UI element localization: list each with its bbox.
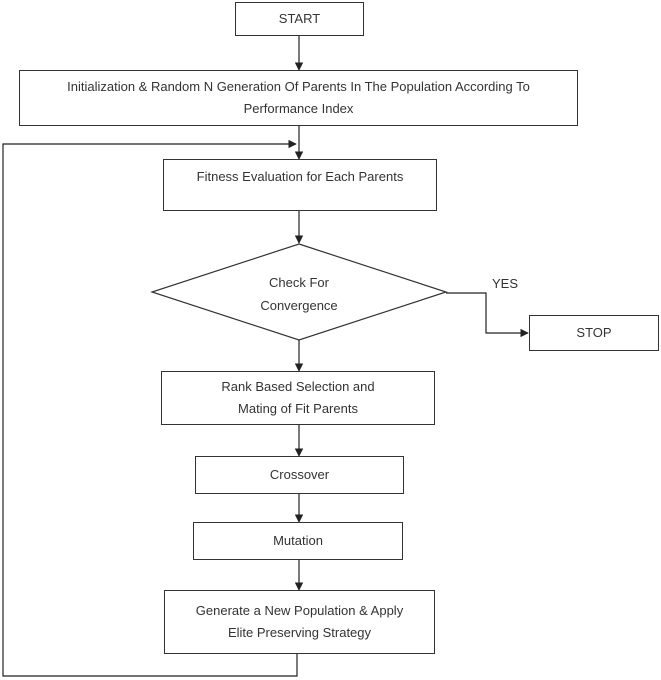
generate-population-box: Generate a New Population & Apply Elite … bbox=[164, 590, 435, 654]
arrow-loop-back-to-fitness bbox=[2, 139, 298, 677]
yes-label: YES bbox=[492, 276, 519, 291]
start-box: START bbox=[235, 2, 364, 36]
convergence-label-line2: Convergence bbox=[260, 298, 338, 313]
mutation-box: Mutation bbox=[193, 522, 403, 560]
arrow-yes-to-stop bbox=[446, 292, 529, 338]
fitness-evaluation-box: Fitness Evaluation for Each Parents bbox=[163, 159, 437, 211]
stop-box: STOP bbox=[529, 315, 659, 351]
initialization-box: Initialization & Random N Generation Of … bbox=[19, 70, 578, 126]
crossover-box: Crossover bbox=[195, 456, 404, 494]
selection-box: Rank Based Selection and Mating of Fit P… bbox=[161, 371, 435, 425]
convergence-label-line1: Check For bbox=[269, 275, 329, 290]
